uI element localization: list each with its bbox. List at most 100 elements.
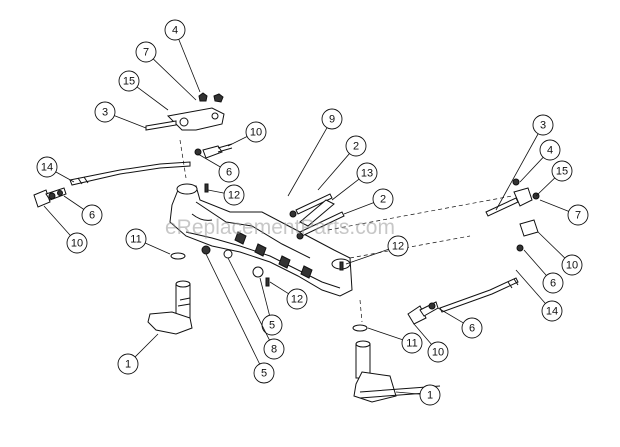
callout-circle bbox=[542, 272, 564, 294]
callout-leader bbox=[269, 281, 289, 295]
beam-hardware bbox=[201, 183, 344, 287]
callout-number: 6 bbox=[469, 323, 475, 335]
callout-circle bbox=[561, 254, 583, 276]
callout-circle bbox=[427, 341, 449, 363]
callout-circle bbox=[321, 108, 343, 130]
callout-circle bbox=[66, 232, 88, 254]
callout-number: 3 bbox=[102, 107, 108, 119]
callout-leader bbox=[343, 202, 374, 215]
callout-number: 7 bbox=[143, 47, 149, 59]
callout-circle bbox=[117, 353, 139, 375]
callout-circle bbox=[125, 228, 147, 250]
callout-circle bbox=[539, 139, 561, 161]
callout-circle bbox=[223, 184, 245, 206]
callout-circle bbox=[567, 204, 589, 226]
callout-leader bbox=[519, 157, 544, 183]
callout-number: 10 bbox=[566, 260, 578, 272]
callout-circle bbox=[94, 101, 116, 123]
callout-circle bbox=[164, 19, 186, 41]
callout-circle bbox=[118, 70, 140, 92]
callout-circle bbox=[372, 188, 394, 210]
callout-circle bbox=[218, 161, 240, 183]
callout-leader bbox=[535, 177, 556, 197]
callout-number: 15 bbox=[123, 76, 135, 88]
left-spindle bbox=[147, 280, 193, 335]
callout-leader bbox=[413, 323, 432, 345]
axle-beam bbox=[169, 183, 353, 297]
callout-leader bbox=[152, 58, 197, 101]
callout-leader bbox=[178, 39, 201, 93]
callout-leader bbox=[395, 391, 421, 395]
callout-number: 5 bbox=[261, 368, 267, 380]
callout-circle bbox=[135, 41, 157, 63]
callout-leader bbox=[205, 253, 260, 365]
callout-leader bbox=[144, 242, 171, 255]
callout-number: 15 bbox=[556, 166, 568, 178]
callout-leader bbox=[523, 249, 547, 276]
callout-leader bbox=[345, 248, 389, 265]
left-washer bbox=[170, 252, 186, 260]
callout-leader bbox=[539, 199, 569, 212]
callout-number: 1 bbox=[427, 390, 433, 402]
callout-number: 7 bbox=[575, 210, 581, 222]
callout-circle bbox=[401, 332, 423, 354]
callout-number: 6 bbox=[89, 210, 95, 222]
callout-leader bbox=[55, 171, 75, 183]
callout-circle bbox=[532, 114, 554, 136]
callout-leader bbox=[259, 277, 270, 316]
callout-leader bbox=[367, 327, 403, 341]
callout-circle bbox=[253, 362, 275, 384]
callout-circle bbox=[81, 204, 103, 226]
callout-leader bbox=[114, 115, 147, 129]
callout-circle bbox=[461, 317, 483, 339]
callout-number: 12 bbox=[392, 241, 404, 253]
right-steering-arm bbox=[485, 178, 540, 252]
callout-group: 4715310962121314610211121258151113415710… bbox=[36, 19, 589, 406]
callout-number: 4 bbox=[172, 25, 178, 37]
right-washer bbox=[352, 324, 368, 332]
callout-number: 8 bbox=[271, 344, 277, 356]
callout-circle bbox=[551, 160, 573, 182]
callout-number: 10 bbox=[432, 347, 444, 359]
callout-leader bbox=[495, 133, 539, 211]
callout-leader bbox=[207, 189, 225, 194]
left-tie-rod bbox=[33, 161, 191, 208]
callout-circle bbox=[419, 384, 441, 406]
callout-leader bbox=[227, 257, 270, 341]
callout-circle bbox=[36, 156, 58, 178]
callout-number: 5 bbox=[269, 320, 275, 332]
callout-leader bbox=[537, 231, 566, 259]
callout-number: 11 bbox=[406, 338, 417, 350]
callout-number: 2 bbox=[353, 141, 359, 153]
callout-number: 2 bbox=[380, 194, 386, 206]
callout-number: 4 bbox=[547, 145, 553, 157]
callout-number: 11 bbox=[130, 234, 141, 246]
callout-leader bbox=[317, 153, 350, 191]
callout-leader bbox=[437, 307, 464, 324]
watermark-text: eReplacementParts.com bbox=[165, 216, 395, 239]
alignment-lines bbox=[179, 139, 513, 323]
callout-leader bbox=[515, 269, 546, 304]
callout-number: 10 bbox=[250, 127, 262, 139]
callout-leader bbox=[331, 178, 360, 201]
callout-leader bbox=[43, 205, 71, 236]
callout-circle bbox=[245, 121, 267, 143]
callout-leader bbox=[136, 86, 169, 111]
callout-number: 12 bbox=[228, 190, 240, 202]
bolts-center bbox=[289, 193, 345, 240]
callout-circle bbox=[263, 338, 285, 360]
callout-leader bbox=[134, 333, 159, 358]
callout-circle bbox=[541, 300, 563, 322]
callout-leader bbox=[287, 127, 328, 197]
left-ball-joint-upper bbox=[194, 143, 233, 159]
callout-circle bbox=[286, 288, 308, 310]
callout-circle bbox=[345, 135, 367, 157]
callout-number: 13 bbox=[361, 168, 373, 180]
callout-circle bbox=[356, 162, 378, 184]
right-spindle bbox=[353, 340, 441, 403]
callout-number: 1 bbox=[125, 359, 131, 371]
callout-leader bbox=[227, 136, 248, 147]
callout-number: 9 bbox=[329, 114, 335, 126]
